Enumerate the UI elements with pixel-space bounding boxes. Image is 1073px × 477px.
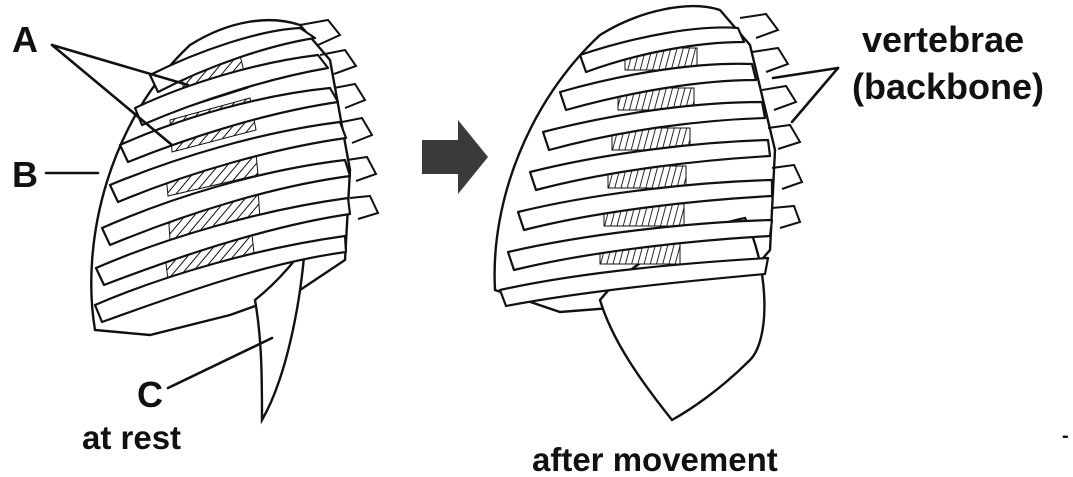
- label-b: B: [12, 154, 38, 195]
- label-a: A: [12, 19, 38, 60]
- pointer-a-upper: [52, 45, 188, 85]
- stray-mark: -: [1062, 425, 1069, 447]
- ribcage-after-movement: [495, 6, 802, 420]
- pointer-c: [168, 338, 272, 388]
- caption-after-movement: after movement: [532, 441, 778, 477]
- pointer-vertebrae-upper: [773, 68, 838, 78]
- right-arrow-icon: [422, 120, 488, 194]
- label-vertebrae: vertebrae: [862, 19, 1024, 60]
- pointer-vertebrae-lower: [792, 68, 838, 122]
- caption-at-rest: at rest: [82, 419, 181, 456]
- label-c: C: [137, 374, 163, 415]
- label-backbone: (backbone): [852, 66, 1044, 107]
- ribcage-at-rest: [91, 20, 378, 420]
